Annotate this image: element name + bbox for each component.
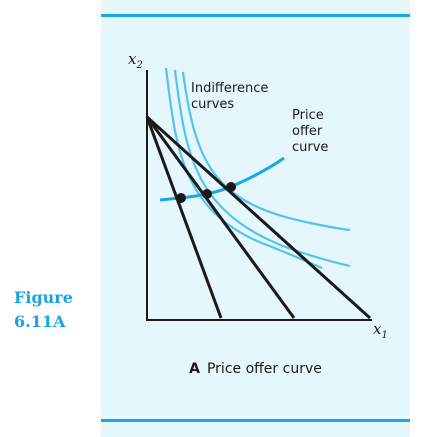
figure-label-line1: Figure xyxy=(14,288,73,307)
figure-panel xyxy=(101,0,410,437)
x-axis-subscript: 1 xyxy=(381,330,387,341)
y-axis-label: x2 xyxy=(128,50,143,71)
caption-letter: A xyxy=(189,361,200,377)
tangency-point-3 xyxy=(226,182,236,192)
figure-number: Figure 6.11A xyxy=(14,286,73,334)
bottom-rule xyxy=(101,419,410,422)
price-offer-curve-label: Price offer curve xyxy=(292,108,328,155)
top-rule xyxy=(101,14,410,17)
figure-label-line2: 6.11A xyxy=(14,312,66,331)
tangency-point-1 xyxy=(176,193,186,203)
tangency-point-2 xyxy=(202,189,212,199)
indifference-curves-label: Indifference curves xyxy=(191,81,272,112)
budget-line-2 xyxy=(145,116,296,319)
budget-line-1 xyxy=(145,116,223,319)
indifference-curve-3 xyxy=(181,71,351,232)
budget-line-3 xyxy=(145,115,372,320)
indifference-curve-1 xyxy=(164,67,323,270)
y-axis-subscript: 2 xyxy=(135,60,142,71)
panel-caption: A Price offer curve xyxy=(101,361,410,377)
caption-text: Price offer curve xyxy=(206,361,322,377)
x-axis-label: x1 xyxy=(373,320,388,341)
indifference-curve-2 xyxy=(173,69,351,268)
